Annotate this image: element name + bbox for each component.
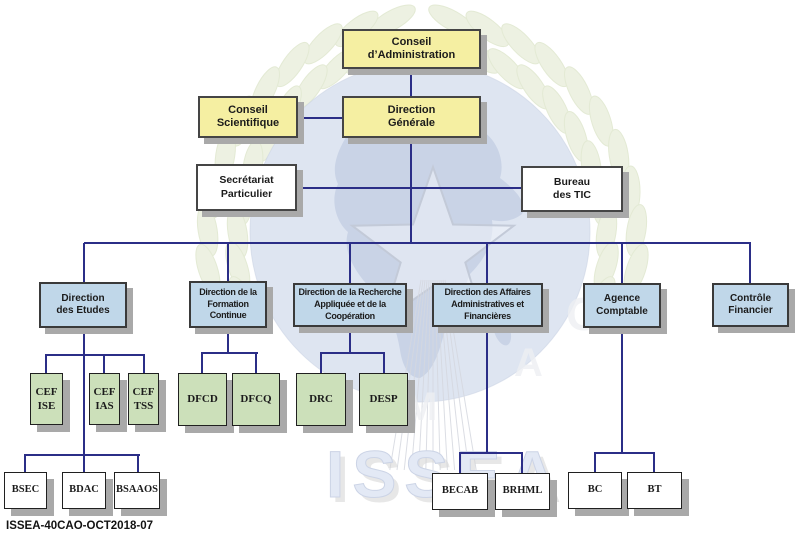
org-node-bureau-des-tic: Bureau des TIC bbox=[521, 166, 623, 212]
org-node-label: CEF ISE bbox=[35, 385, 58, 412]
org-node-bt: BT bbox=[627, 472, 682, 509]
org-node-label: BC bbox=[587, 484, 603, 496]
org-node-direction-etudes: Direction des Etudes bbox=[39, 282, 127, 328]
org-node-bsaaos: BSAAOS bbox=[114, 472, 160, 509]
connector-line bbox=[137, 454, 139, 473]
connector-line bbox=[143, 354, 145, 373]
connector-line bbox=[202, 352, 258, 354]
connector-line bbox=[227, 328, 229, 354]
connector-line bbox=[320, 352, 322, 373]
org-node-label: BDAC bbox=[69, 484, 99, 496]
org-node-label: BSAAOS bbox=[115, 484, 158, 496]
org-node-label: Conseil d’Administration bbox=[367, 35, 456, 61]
connector-line bbox=[621, 243, 623, 283]
org-node-label: DRC bbox=[309, 393, 333, 406]
connector-line bbox=[297, 117, 342, 119]
org-node-label: Direction de la Formation Continue bbox=[199, 286, 257, 321]
connector-line bbox=[321, 352, 385, 354]
emblem-letter-m: M bbox=[404, 385, 437, 429]
org-node-label: Agence Comptable bbox=[596, 293, 648, 317]
connector-line bbox=[410, 138, 412, 244]
org-node-direction-recherche-cooperation: Direction de la Recherche Appliquée et d… bbox=[293, 283, 407, 327]
connector-line bbox=[521, 452, 523, 474]
org-node-dfcd: DFCD bbox=[178, 373, 227, 426]
org-node-conseil-administration: Conseil d’Administration bbox=[342, 29, 481, 69]
connector-line bbox=[45, 354, 47, 373]
connector-line bbox=[24, 454, 26, 473]
connector-line bbox=[84, 242, 751, 244]
connector-line bbox=[349, 243, 351, 283]
connector-line bbox=[227, 243, 229, 283]
connector-line bbox=[621, 328, 623, 454]
org-node-label: Direction Générale bbox=[387, 103, 436, 129]
org-node-label: Direction des Affaires Administratives e… bbox=[444, 287, 531, 321]
connector-line bbox=[201, 352, 203, 373]
connector-line bbox=[749, 243, 751, 283]
org-node-brhml: BRHML bbox=[495, 473, 550, 510]
org-node-label: Secrétariat Particulier bbox=[219, 174, 274, 200]
org-node-label: Direction de la Recherche Appliquée et d… bbox=[298, 287, 402, 321]
org-node-label: Conseil Scientifique bbox=[216, 103, 280, 129]
connector-line bbox=[486, 327, 488, 454]
africa-map-icon bbox=[334, 98, 524, 379]
org-node-label: Bureau des TIC bbox=[553, 175, 591, 201]
connector-line bbox=[486, 243, 488, 283]
org-node-label: BSEC bbox=[11, 484, 40, 496]
org-node-cef-ise: CEF ISE bbox=[30, 373, 63, 425]
org-node-direction-formation-continue: Direction de la Formation Continue bbox=[189, 281, 267, 328]
connector-line bbox=[46, 354, 145, 356]
org-node-label: BECAB bbox=[441, 485, 479, 497]
org-node-label: CEF IAS bbox=[93, 385, 116, 412]
org-node-label: Contrôle Financier bbox=[728, 292, 773, 317]
org-node-bdac: BDAC bbox=[62, 472, 106, 509]
org-node-label: Direction des Etudes bbox=[56, 292, 110, 317]
org-node-label: DFCQ bbox=[240, 393, 272, 406]
emblem-letter-a: A bbox=[514, 341, 543, 385]
connector-line bbox=[594, 452, 596, 473]
org-node-label: CEF TSS bbox=[132, 385, 155, 412]
connector-line bbox=[349, 327, 351, 354]
connector-line bbox=[459, 452, 523, 454]
connector-line bbox=[594, 452, 655, 454]
connector-line bbox=[410, 69, 412, 96]
connector-line bbox=[459, 452, 461, 474]
org-node-direction-affaires-admin-financieres: Direction des Affaires Administratives e… bbox=[432, 283, 543, 327]
org-node-conseil-scientifique: Conseil Scientifique bbox=[198, 96, 298, 138]
org-node-dfcq: DFCQ bbox=[232, 373, 280, 426]
org-node-becab: BECAB bbox=[432, 473, 488, 510]
org-node-bc: BC bbox=[568, 472, 622, 509]
org-node-secretariat-particulier: Secrétariat Particulier bbox=[196, 164, 297, 211]
document-reference-code: ISSEA-40CAO-OCT2018-07 bbox=[6, 520, 153, 532]
connector-line bbox=[83, 243, 85, 283]
org-node-label: BT bbox=[647, 484, 662, 496]
org-node-direction-generale: Direction Générale bbox=[342, 96, 481, 138]
connector-line bbox=[83, 328, 85, 474]
org-node-label: DESP bbox=[369, 393, 398, 406]
connector-line bbox=[383, 352, 385, 373]
org-node-agence-comptable: Agence Comptable bbox=[583, 283, 661, 328]
org-node-drc: DRC bbox=[296, 373, 346, 426]
org-node-desp: DESP bbox=[359, 373, 408, 426]
connector-line bbox=[25, 454, 140, 456]
org-node-controle-financier: Contrôle Financier bbox=[712, 283, 789, 327]
connector-line bbox=[297, 187, 521, 189]
connector-line bbox=[255, 352, 257, 373]
org-node-label: DFCD bbox=[187, 393, 218, 406]
org-node-cef-ias: CEF IAS bbox=[89, 373, 120, 425]
org-node-bsec: BSEC bbox=[4, 472, 47, 509]
org-node-cef-tss: CEF TSS bbox=[128, 373, 159, 425]
org-node-label: BRHML bbox=[502, 485, 543, 497]
connector-line bbox=[653, 452, 655, 473]
connector-line bbox=[103, 354, 105, 373]
